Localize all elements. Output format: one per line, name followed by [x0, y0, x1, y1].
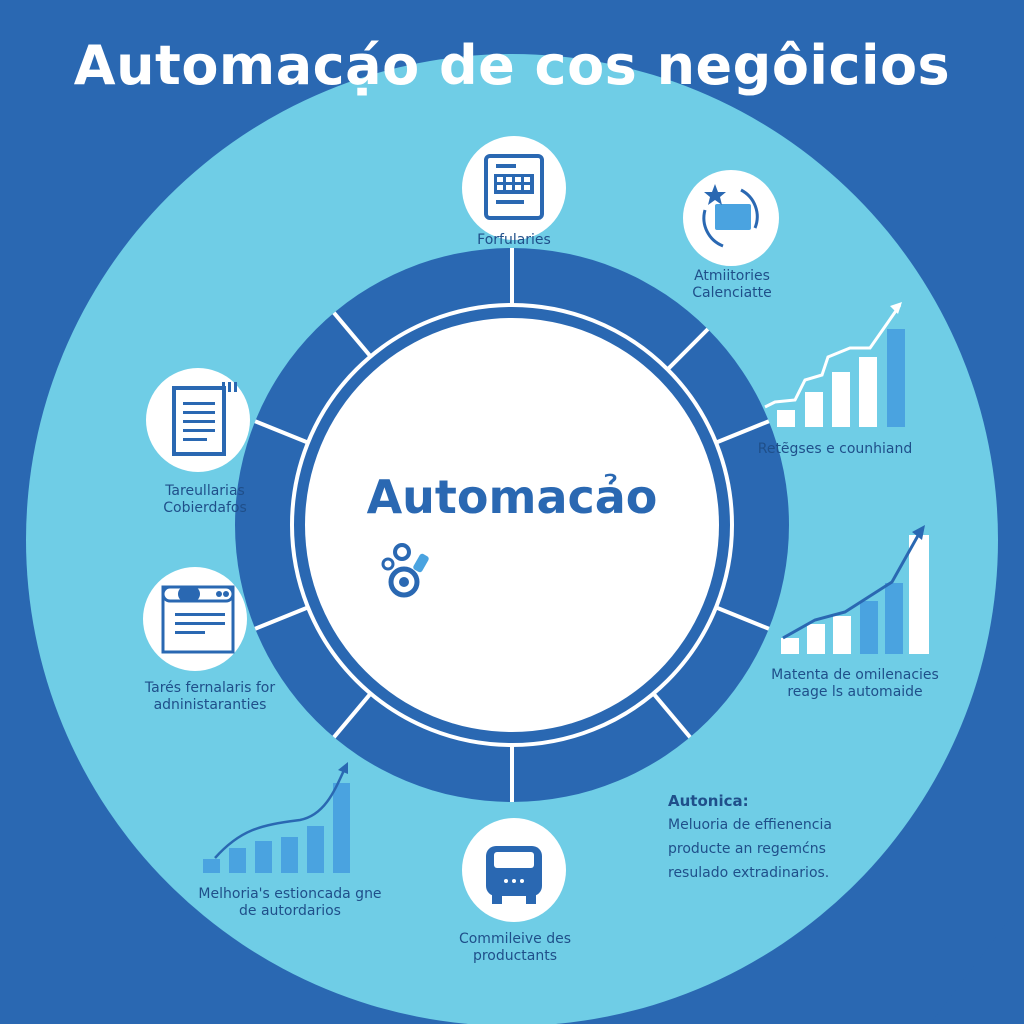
center-circle: [305, 318, 719, 732]
chart-bar: [333, 783, 350, 873]
inner-ring-outline: [290, 303, 734, 747]
note-line: Meluoria de effienencia: [668, 817, 832, 833]
chart-bar: [832, 372, 850, 427]
note-heading: Autonica:: [668, 792, 749, 810]
chart-bar: [909, 535, 929, 654]
ring-spokes: [254, 248, 770, 802]
note-line: resulado extradinarios.: [668, 865, 830, 881]
chart-bar: [859, 357, 877, 427]
chart-bar: [281, 837, 298, 873]
trend-line: [782, 531, 922, 640]
chart-bar: [203, 859, 220, 873]
ring-spoke: [254, 605, 309, 631]
arrow-head-icon: [338, 762, 348, 774]
node-label-products: Commileive des productants: [458, 931, 572, 964]
document-icon: [146, 368, 250, 472]
node-label-maintenance: Matenta de omilenacies reage ls automaid…: [771, 667, 939, 700]
form-calendar-icon: [462, 136, 566, 240]
page-title: Automacạ́o de cos negôicios: [73, 34, 951, 97]
cycle-folder-icon: [683, 170, 779, 266]
note-line: producte an regemćns: [668, 841, 826, 857]
ring-spoke: [332, 311, 373, 358]
growth-chart-left-bottom: [203, 762, 350, 873]
growth-chart-right-bottom: [781, 525, 929, 654]
ring-spoke: [666, 327, 710, 371]
chart-bar: [255, 841, 272, 873]
node-label-forms: Forfularies: [477, 232, 551, 248]
chart-bar: [781, 638, 799, 654]
browser-window-icon: [143, 567, 247, 671]
trend-line: [214, 767, 347, 859]
center-title: Automacảo: [366, 470, 658, 524]
arrow-head-icon: [912, 525, 925, 540]
chart-bar: [807, 624, 825, 654]
chart-bar: [887, 329, 905, 427]
corner-shape: [930, 900, 1024, 1024]
chart-bar: [833, 616, 851, 654]
node-label-admin-tasks: Tarés fernalaris for adninistaranties: [144, 680, 276, 713]
node-label-improvement: Melhoria's estioncada gne de autordarios: [198, 886, 382, 919]
ring-spoke: [254, 419, 309, 445]
trend-line: [764, 304, 902, 409]
growth-chart-right-top: [764, 302, 905, 427]
ring-spoke: [332, 692, 373, 739]
node-label-reports: Retẽgses e counhiand: [757, 441, 913, 457]
gears-icon: [378, 540, 438, 608]
chart-bar: [777, 410, 795, 427]
chart-bar: [307, 826, 324, 873]
ring-spoke: [715, 419, 770, 445]
chart-bar: [885, 583, 903, 654]
chart-bar: [229, 848, 246, 873]
ring-spoke: [651, 692, 692, 739]
bus-icon: [462, 818, 566, 922]
chart-bar: [805, 392, 823, 427]
arrow-head-icon: [890, 302, 902, 314]
chart-bar: [860, 601, 878, 654]
node-label-tasks: Tareullarias Cobierdafos: [163, 483, 247, 516]
node-label-calendar: Atmiitories Calenciatte: [692, 268, 772, 301]
ring-spoke: [715, 605, 770, 631]
